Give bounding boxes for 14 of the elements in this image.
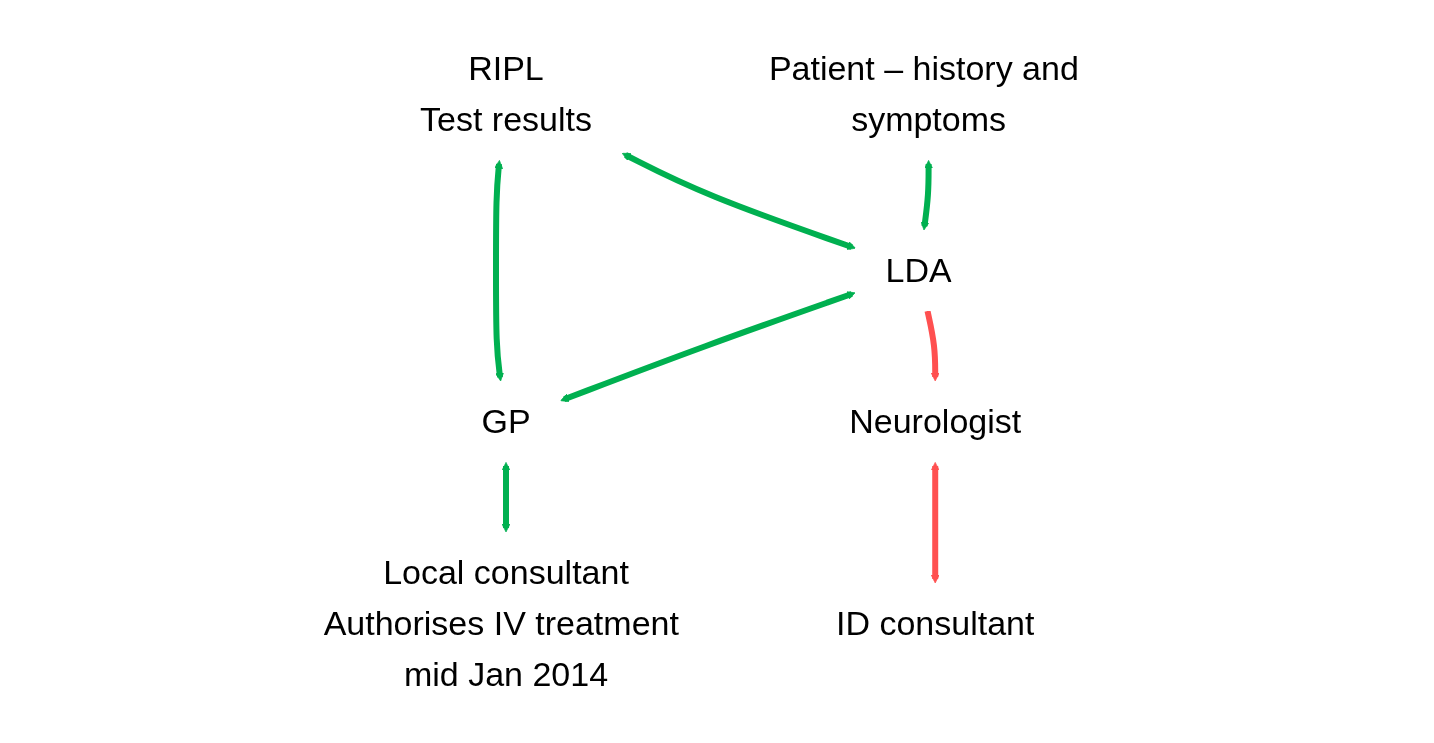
arrow	[492, 160, 504, 382]
arrow	[501, 462, 511, 533]
node-text: Patient – history and symptoms	[768, 49, 1079, 138]
arrow	[559, 291, 856, 403]
node-text: GP	[481, 401, 531, 440]
arrow	[930, 462, 940, 584]
arrow	[920, 160, 933, 231]
node-text: Local consultant Authorises IV treatment mid Jan 2014	[323, 552, 679, 693]
arrow	[924, 310, 940, 382]
node-text: Neurologist	[848, 401, 1021, 440]
node-text: ID consultant	[835, 603, 1035, 642]
arrow	[621, 152, 856, 250]
node-text: LDA	[885, 250, 952, 289]
node-text: RIPL Test results	[419, 49, 592, 138]
